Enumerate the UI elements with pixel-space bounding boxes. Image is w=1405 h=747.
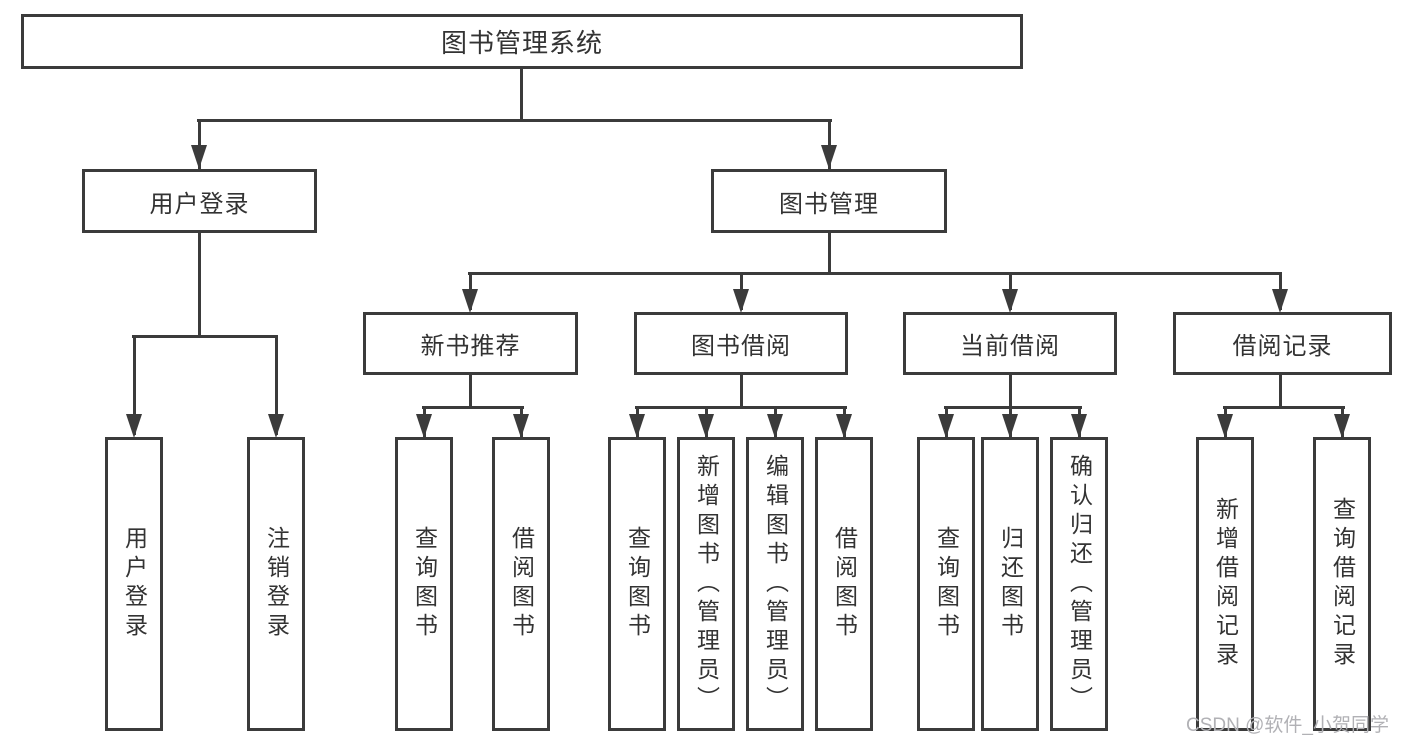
arrow-down-icon — [938, 414, 954, 438]
node-book-management: 图书管理 — [711, 169, 947, 233]
leaf-label: 查询借阅记录 — [1329, 497, 1356, 671]
leaf-label: 查询图书 — [411, 526, 438, 642]
leaf-label: 借阅图书 — [831, 526, 858, 642]
arrow-down-icon — [629, 414, 645, 438]
connector-line — [132, 335, 278, 338]
arrow-down-icon — [698, 414, 714, 438]
leaf-label: 借阅图书 — [508, 526, 535, 642]
connector-line — [198, 119, 201, 169]
connector-line — [635, 406, 847, 409]
arrow-down-icon — [416, 414, 432, 438]
connector-line — [828, 119, 831, 169]
leaf-edit-book-admin: 编辑图书（管理员） — [746, 437, 804, 731]
csdn-watermark: CSDN @软件_小贺同学 — [1186, 715, 1389, 736]
node-borrowing-records: 借阅记录 — [1173, 312, 1392, 375]
leaf-user-login: 用户登录 — [105, 437, 163, 731]
leaf-borrow-books: 借阅图书 — [492, 437, 550, 731]
arrow-down-icon — [126, 414, 142, 438]
leaf-label: 确认归还（管理员） — [1066, 453, 1093, 715]
leaf-borrow-books: 借阅图书 — [815, 437, 873, 731]
connector-line — [1009, 375, 1012, 406]
node-user-login: 用户登录 — [82, 169, 317, 233]
arrow-down-icon — [1217, 414, 1233, 438]
node-current-borrowing: 当前借阅 — [903, 312, 1117, 375]
connector-line — [422, 406, 524, 409]
leaf-logout: 注销登录 — [247, 437, 305, 731]
node-book-management-system: 图书管理系统 — [21, 14, 1023, 69]
leaf-label: 查询图书 — [624, 526, 651, 642]
arrow-down-icon — [191, 145, 207, 169]
leaf-label: 新增借阅记录 — [1212, 497, 1239, 671]
leaf-label: 查询图书 — [933, 526, 960, 642]
connector-line — [197, 119, 832, 122]
arrow-down-icon — [1002, 289, 1018, 313]
leaf-add-borrow-record: 新增借阅记录 — [1196, 437, 1254, 731]
leaf-query-books: 查询图书 — [917, 437, 975, 731]
arrow-down-icon — [821, 145, 837, 169]
leaf-label: 用户登录 — [121, 526, 148, 642]
leaf-label: 注销登录 — [263, 526, 290, 642]
arrow-down-icon — [1334, 414, 1350, 438]
leaf-query-books: 查询图书 — [608, 437, 666, 731]
arrow-down-icon — [767, 414, 783, 438]
connector-line — [1279, 375, 1282, 406]
connector-line — [944, 406, 1082, 409]
connector-line — [740, 375, 743, 406]
arrow-down-icon — [1272, 289, 1288, 313]
connector-line — [469, 375, 472, 406]
connector-line — [520, 68, 523, 122]
leaf-confirm-return-admin: 确认归还（管理员） — [1050, 437, 1108, 731]
connector-line — [468, 272, 1282, 275]
arrow-down-icon — [513, 414, 529, 438]
arrow-down-icon — [462, 289, 478, 313]
arrow-down-icon — [733, 289, 749, 313]
leaf-query-books: 查询图书 — [395, 437, 453, 731]
leaf-query-borrow-record: 查询借阅记录 — [1313, 437, 1371, 731]
connector-line — [828, 233, 831, 272]
connector-line — [198, 233, 201, 335]
leaf-label: 编辑图书（管理员） — [762, 453, 789, 715]
leaf-label: 归还图书 — [997, 526, 1024, 642]
leaf-add-book-admin: 新增图书（管理员） — [677, 437, 735, 731]
arrow-down-icon — [268, 414, 284, 438]
node-book-borrowing: 图书借阅 — [634, 312, 848, 375]
node-new-book-recommend: 新书推荐 — [363, 312, 578, 375]
connector-line — [275, 335, 278, 435]
connector-line — [1223, 406, 1345, 409]
arrow-down-icon — [836, 414, 852, 438]
leaf-label: 新增图书（管理员） — [693, 453, 720, 715]
connector-line — [133, 335, 136, 435]
arrow-down-icon — [1071, 414, 1087, 438]
leaf-return-books: 归还图书 — [981, 437, 1039, 731]
arrow-down-icon — [1002, 414, 1018, 438]
